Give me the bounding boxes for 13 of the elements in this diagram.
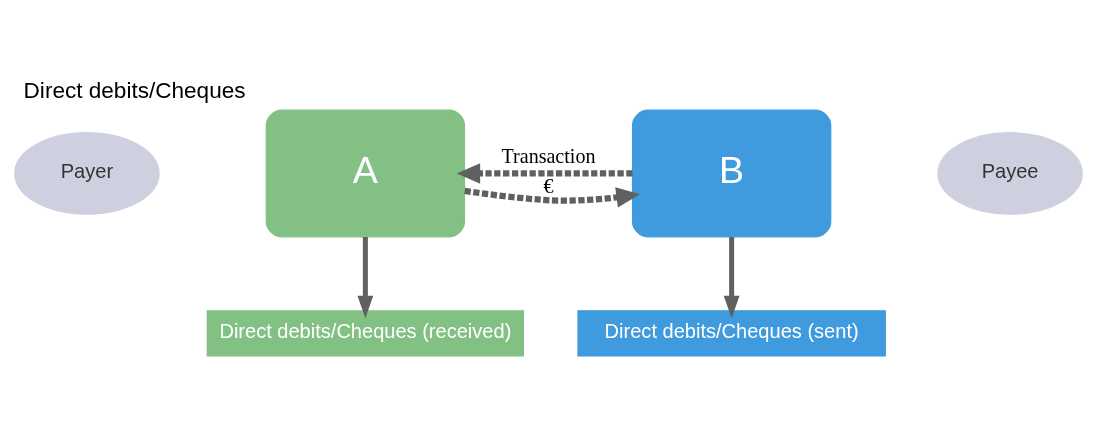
arrow	[357, 236, 374, 318]
arrow	[723, 236, 740, 318]
diagram-title: Direct debits/Cheques	[23, 77, 246, 103]
node-ellipse: Payer	[14, 131, 160, 215]
arrow	[456, 162, 633, 184]
edge-label: Transaction	[501, 144, 596, 167]
node-box: B	[631, 109, 832, 237]
edge-label: €	[543, 174, 554, 197]
node-ellipse: Payee	[937, 131, 1083, 215]
node-box: Direct debits/Cheques (sent)	[577, 309, 886, 357]
arrow	[464, 186, 640, 208]
node-box: Direct debits/Cheques (received)	[206, 309, 525, 357]
node-box: A	[265, 109, 466, 237]
